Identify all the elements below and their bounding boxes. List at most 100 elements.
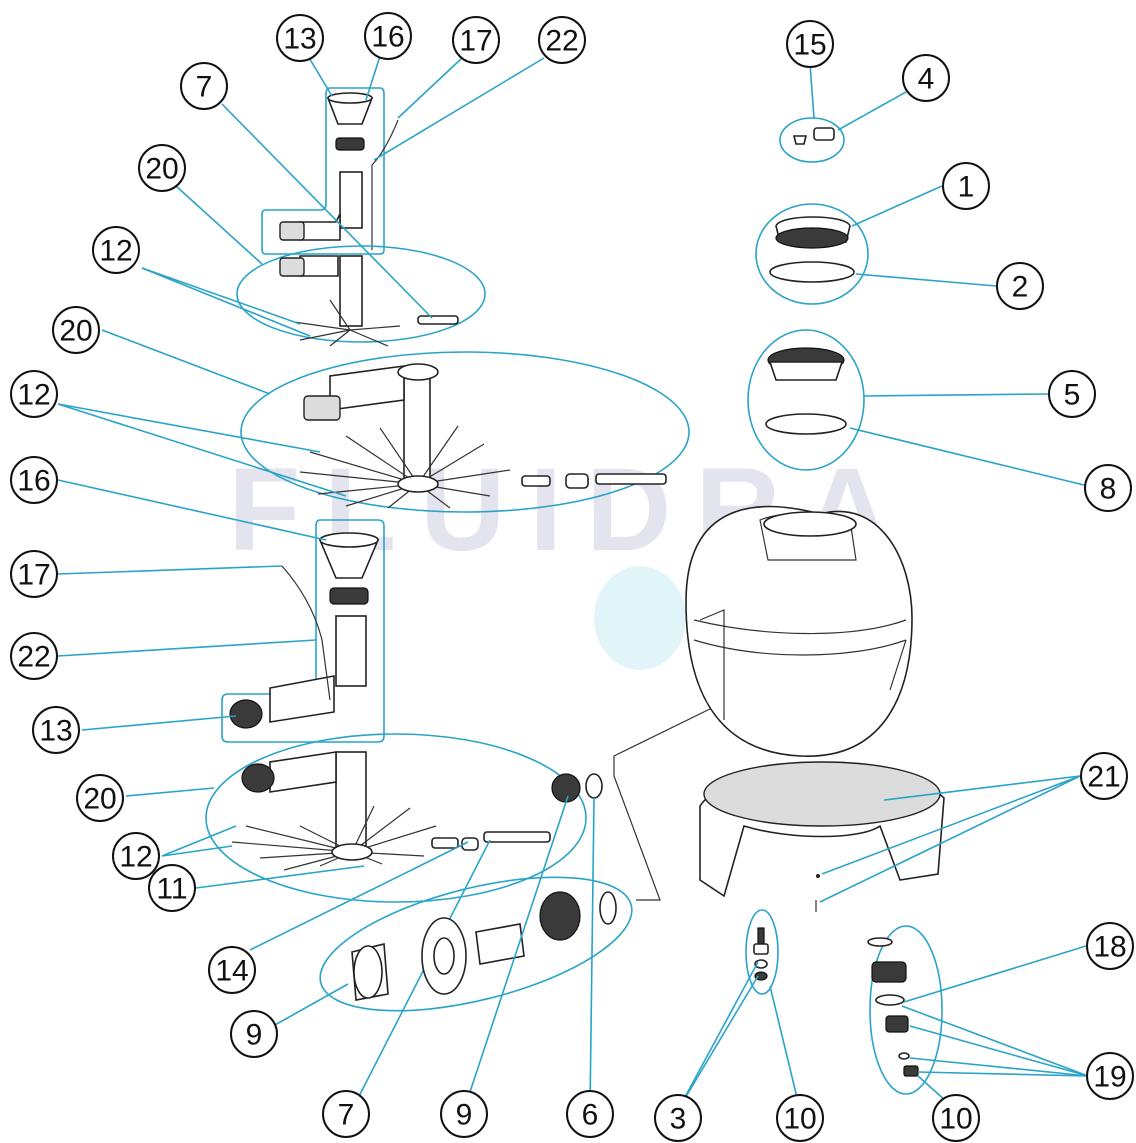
callout-circle [138, 144, 186, 192]
callout-circle [654, 1094, 702, 1142]
callout-label: 6 [582, 1099, 599, 1132]
callout-circle [180, 62, 228, 110]
bottom-pipe-group [265, 705, 717, 1111]
callout-label: 16 [17, 465, 50, 498]
callout-circle [230, 1010, 278, 1058]
group-outline-9 [319, 876, 633, 1012]
group-outline-10a [745, 909, 779, 995]
callout-circle [208, 946, 256, 994]
callout-12: 12 [92, 226, 140, 274]
group-outline-5 [747, 329, 865, 471]
callout-circle [1086, 922, 1134, 970]
callout-label: 13 [39, 715, 72, 748]
callout-11: 11 [148, 864, 196, 912]
callout-label: 12 [99, 235, 132, 268]
callout-circle [538, 16, 586, 64]
callout-label: 4 [918, 63, 935, 96]
callout-9: 9 [230, 1010, 278, 1058]
callout-circle [942, 162, 990, 210]
callout-circle [452, 16, 500, 64]
callout-label: 8 [1100, 473, 1117, 506]
callout-20: 20 [76, 774, 124, 822]
callout-circle [364, 12, 412, 60]
callout-label: 12 [17, 379, 50, 412]
group-outline-20b [240, 351, 690, 513]
callout-6: 6 [566, 1090, 614, 1138]
callout-circle [932, 1094, 980, 1142]
group-outline-1 [755, 203, 869, 305]
callout-17: 17 [10, 550, 58, 598]
tank-base [699, 761, 1081, 912]
callout-label: 16 [371, 21, 404, 54]
callout-16: 16 [364, 12, 412, 60]
callout-10: 10 [776, 1094, 824, 1142]
top-left-assembly [141, 55, 545, 347]
callout-label: 10 [939, 1103, 972, 1136]
callout-13: 13 [276, 14, 324, 62]
callout-12: 12 [10, 370, 58, 418]
group-outline-13 [261, 87, 385, 255]
callout-15: 15 [786, 20, 834, 68]
callout-21: 21 [1080, 752, 1128, 800]
callout-circle [276, 14, 324, 62]
callout-label: 2 [1012, 271, 1029, 304]
callout-circle [10, 456, 58, 504]
callout-circle [1084, 464, 1132, 512]
callout-label: 13 [283, 23, 316, 56]
callout-10: 10 [932, 1094, 980, 1142]
callout-7: 7 [322, 1090, 370, 1138]
callout-5: 5 [1048, 370, 1096, 418]
callout-label: 15 [793, 29, 826, 62]
callout-label: 22 [17, 641, 50, 674]
callout-label: 20 [145, 153, 178, 186]
callout-9: 9 [440, 1090, 488, 1138]
callout-circle [1080, 752, 1128, 800]
callout-label: 7 [338, 1099, 355, 1132]
callout-13: 13 [32, 706, 80, 754]
callout-22: 22 [10, 632, 58, 680]
callout-circle [996, 262, 1044, 310]
callout-label: 10 [783, 1103, 816, 1136]
callout-14: 14 [208, 946, 256, 994]
callout-label: 21 [1087, 761, 1120, 794]
filter-tank [685, 505, 913, 757]
group-outline-20c [205, 733, 587, 903]
callout-label: 3 [670, 1103, 687, 1136]
callout-circle [322, 1090, 370, 1138]
lid-parts [747, 63, 1089, 487]
callout-circle [76, 774, 124, 822]
callout-circle [10, 370, 58, 418]
callout-12: 12 [112, 832, 160, 880]
middle-lateral-group [57, 329, 690, 513]
callout-circle [52, 306, 100, 354]
callout-7: 7 [180, 62, 228, 110]
callout-16: 16 [10, 456, 58, 504]
callout-8: 8 [1084, 464, 1132, 512]
callout-label: 22 [545, 25, 578, 58]
callout-1: 1 [942, 162, 990, 210]
callout-circle [148, 864, 196, 912]
callout-circle [1086, 1052, 1134, 1100]
callout-label: 14 [215, 955, 248, 988]
callout-label: 20 [83, 783, 116, 816]
callout-label: 11 [156, 873, 187, 906]
callout-17: 17 [452, 16, 500, 64]
group-outline-18 [869, 925, 943, 1095]
callout-label: 5 [1064, 379, 1081, 412]
callout-circle [786, 20, 834, 68]
callout-label: 18 [1093, 931, 1126, 964]
callout-label: 9 [246, 1019, 263, 1052]
callout-circle [440, 1090, 488, 1138]
callout-4: 4 [902, 54, 950, 102]
callout-20: 20 [52, 306, 100, 354]
callout-label: 12 [119, 841, 152, 874]
callout-circle [112, 832, 160, 880]
group-outline-15 [779, 117, 845, 163]
callout-label: 20 [59, 315, 92, 348]
callout-label: 1 [958, 171, 975, 204]
callout-19: 19 [1086, 1052, 1134, 1100]
callout-label: 17 [17, 559, 50, 592]
callout-label: 19 [1093, 1061, 1126, 1094]
callout-circle [10, 550, 58, 598]
